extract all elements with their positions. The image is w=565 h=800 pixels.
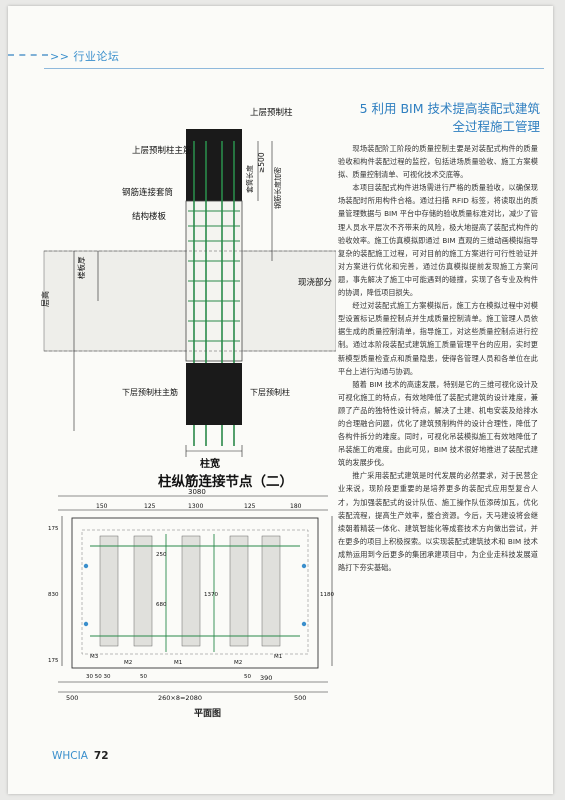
lower-column-block xyxy=(186,363,242,425)
dim-top-1: 150 xyxy=(96,503,108,510)
dim-bottom-2: 260×8=2080 xyxy=(158,694,202,702)
paragraph-2: 本项目装配式构件进场需进行严格的质量验收，以确保现场装配时所用构件合格。通过扫描… xyxy=(338,183,538,298)
article-body: 现场装配阶工阶段的质量控制主要是对装配式构件的质量验收和构件装配过程的监控，包括… xyxy=(338,142,538,574)
label-upper-column: 上层预制柱 xyxy=(250,107,293,118)
guide-lines xyxy=(44,250,336,352)
label-floor-height: 层高 xyxy=(40,291,50,307)
dim-bottom-4: 500 xyxy=(294,694,306,702)
mark-2: M2 xyxy=(124,660,132,666)
label-sleeve-grout: 钢筋连接套筒 xyxy=(122,187,173,198)
label-lower-column: 下层预制柱 xyxy=(250,387,290,397)
dim-top-2: 125 xyxy=(144,503,156,510)
inner-dim-1: 250 xyxy=(156,552,167,558)
label-dim-500: ≥500 xyxy=(257,152,266,173)
dim-side-2: 830 xyxy=(48,592,59,598)
paragraph-4: 随着 BIM 技术的高速发展，特别是它的三维可视化设计及可视化施工的特点，有效地… xyxy=(338,379,538,468)
paragraph-5: 推广采用装配式建筑是时代发展的必然要求，对于民营企业来说，现阶段更重要的是培养更… xyxy=(338,471,538,572)
dim-side-3: 175 xyxy=(48,658,59,664)
dim-top-5: 180 xyxy=(290,503,302,510)
plan-panels xyxy=(99,535,281,647)
figure1-caption: 柱纵筋连接节点（二） xyxy=(158,474,293,490)
label-structural-slab: 结构楼板 xyxy=(132,211,167,222)
plan-outline xyxy=(71,517,319,669)
header-rule xyxy=(44,68,544,69)
dim-top-total: 3080 xyxy=(188,488,206,496)
dimension-lines xyxy=(73,141,273,457)
dim-top-3: 1300 xyxy=(188,503,203,510)
stirrups xyxy=(188,210,240,342)
label-embed-length: 套筒长度 xyxy=(245,165,254,193)
dim-bottom-1: 500 xyxy=(66,694,78,702)
plan-anchor-dots xyxy=(83,563,307,627)
bottom-label-2: 50 xyxy=(140,674,147,680)
dim-side-4: 1180 xyxy=(320,592,334,598)
dim-top-4: 125 xyxy=(244,503,256,510)
plan-dim-lines xyxy=(58,495,333,693)
label-upper-rebar: 上层预制柱主筋 xyxy=(132,145,192,156)
mark-4: M2 xyxy=(234,660,242,666)
figure2-caption: 平面图 xyxy=(194,709,222,719)
label-column-width: 柱宽 xyxy=(200,457,220,470)
label-floor-thickness: 楼板厚 xyxy=(76,256,86,279)
dim-bottom-3: 390 xyxy=(260,674,272,682)
column-connection-diagram: 上层预制柱 上层预制柱主筋 钢筋连接套筒 结构楼板 现浇部分 下层预制柱主筋 下… xyxy=(40,107,336,470)
mark-3: M1 xyxy=(174,660,182,666)
inner-dim-3: 1370 xyxy=(204,592,218,598)
page-footer: WHCIA 72 xyxy=(52,750,109,762)
plan-view-diagram: 3080 150 125 1300 125 180 500 260×8=2080… xyxy=(48,488,334,702)
bottom-label-1: 30 50 30 xyxy=(86,674,111,680)
dim-side-1: 175 xyxy=(48,526,59,532)
plan-inner xyxy=(81,529,309,655)
label-lower-rebar: 下层预制柱主筋 xyxy=(122,387,178,397)
plan-rebars xyxy=(90,534,300,652)
magazine-page: >> 行业论坛 xyxy=(8,6,553,794)
header-dash xyxy=(8,54,48,56)
page-number: 72 xyxy=(93,750,109,762)
label-rebar-anchor: 钢筋长度加密 xyxy=(273,167,282,209)
label-cast-in-place: 现浇部分 xyxy=(298,277,333,288)
inner-dim-2: 680 xyxy=(156,602,167,608)
bottom-label-3: 50 xyxy=(244,674,251,680)
article-heading: 5 利用 BIM 技术提高装配式建筑全过程施工管理 xyxy=(359,101,540,134)
mark-1: M3 xyxy=(90,654,99,660)
publication-name: WHCIA xyxy=(52,750,88,762)
section-tag: >> 行业论坛 xyxy=(50,50,120,63)
mark-5: M1 xyxy=(274,654,282,660)
paragraph-1: 现场装配阶工阶段的质量控制主要是对装配式构件的质量验收和构件装配过程的监控，包括… xyxy=(338,144,538,180)
paragraph-3: 经过对装配式施工方案模拟后，施工方在模拟过程中对模型设置标记质量控制点并生成质量… xyxy=(338,301,538,376)
upper-column-block xyxy=(186,129,242,201)
